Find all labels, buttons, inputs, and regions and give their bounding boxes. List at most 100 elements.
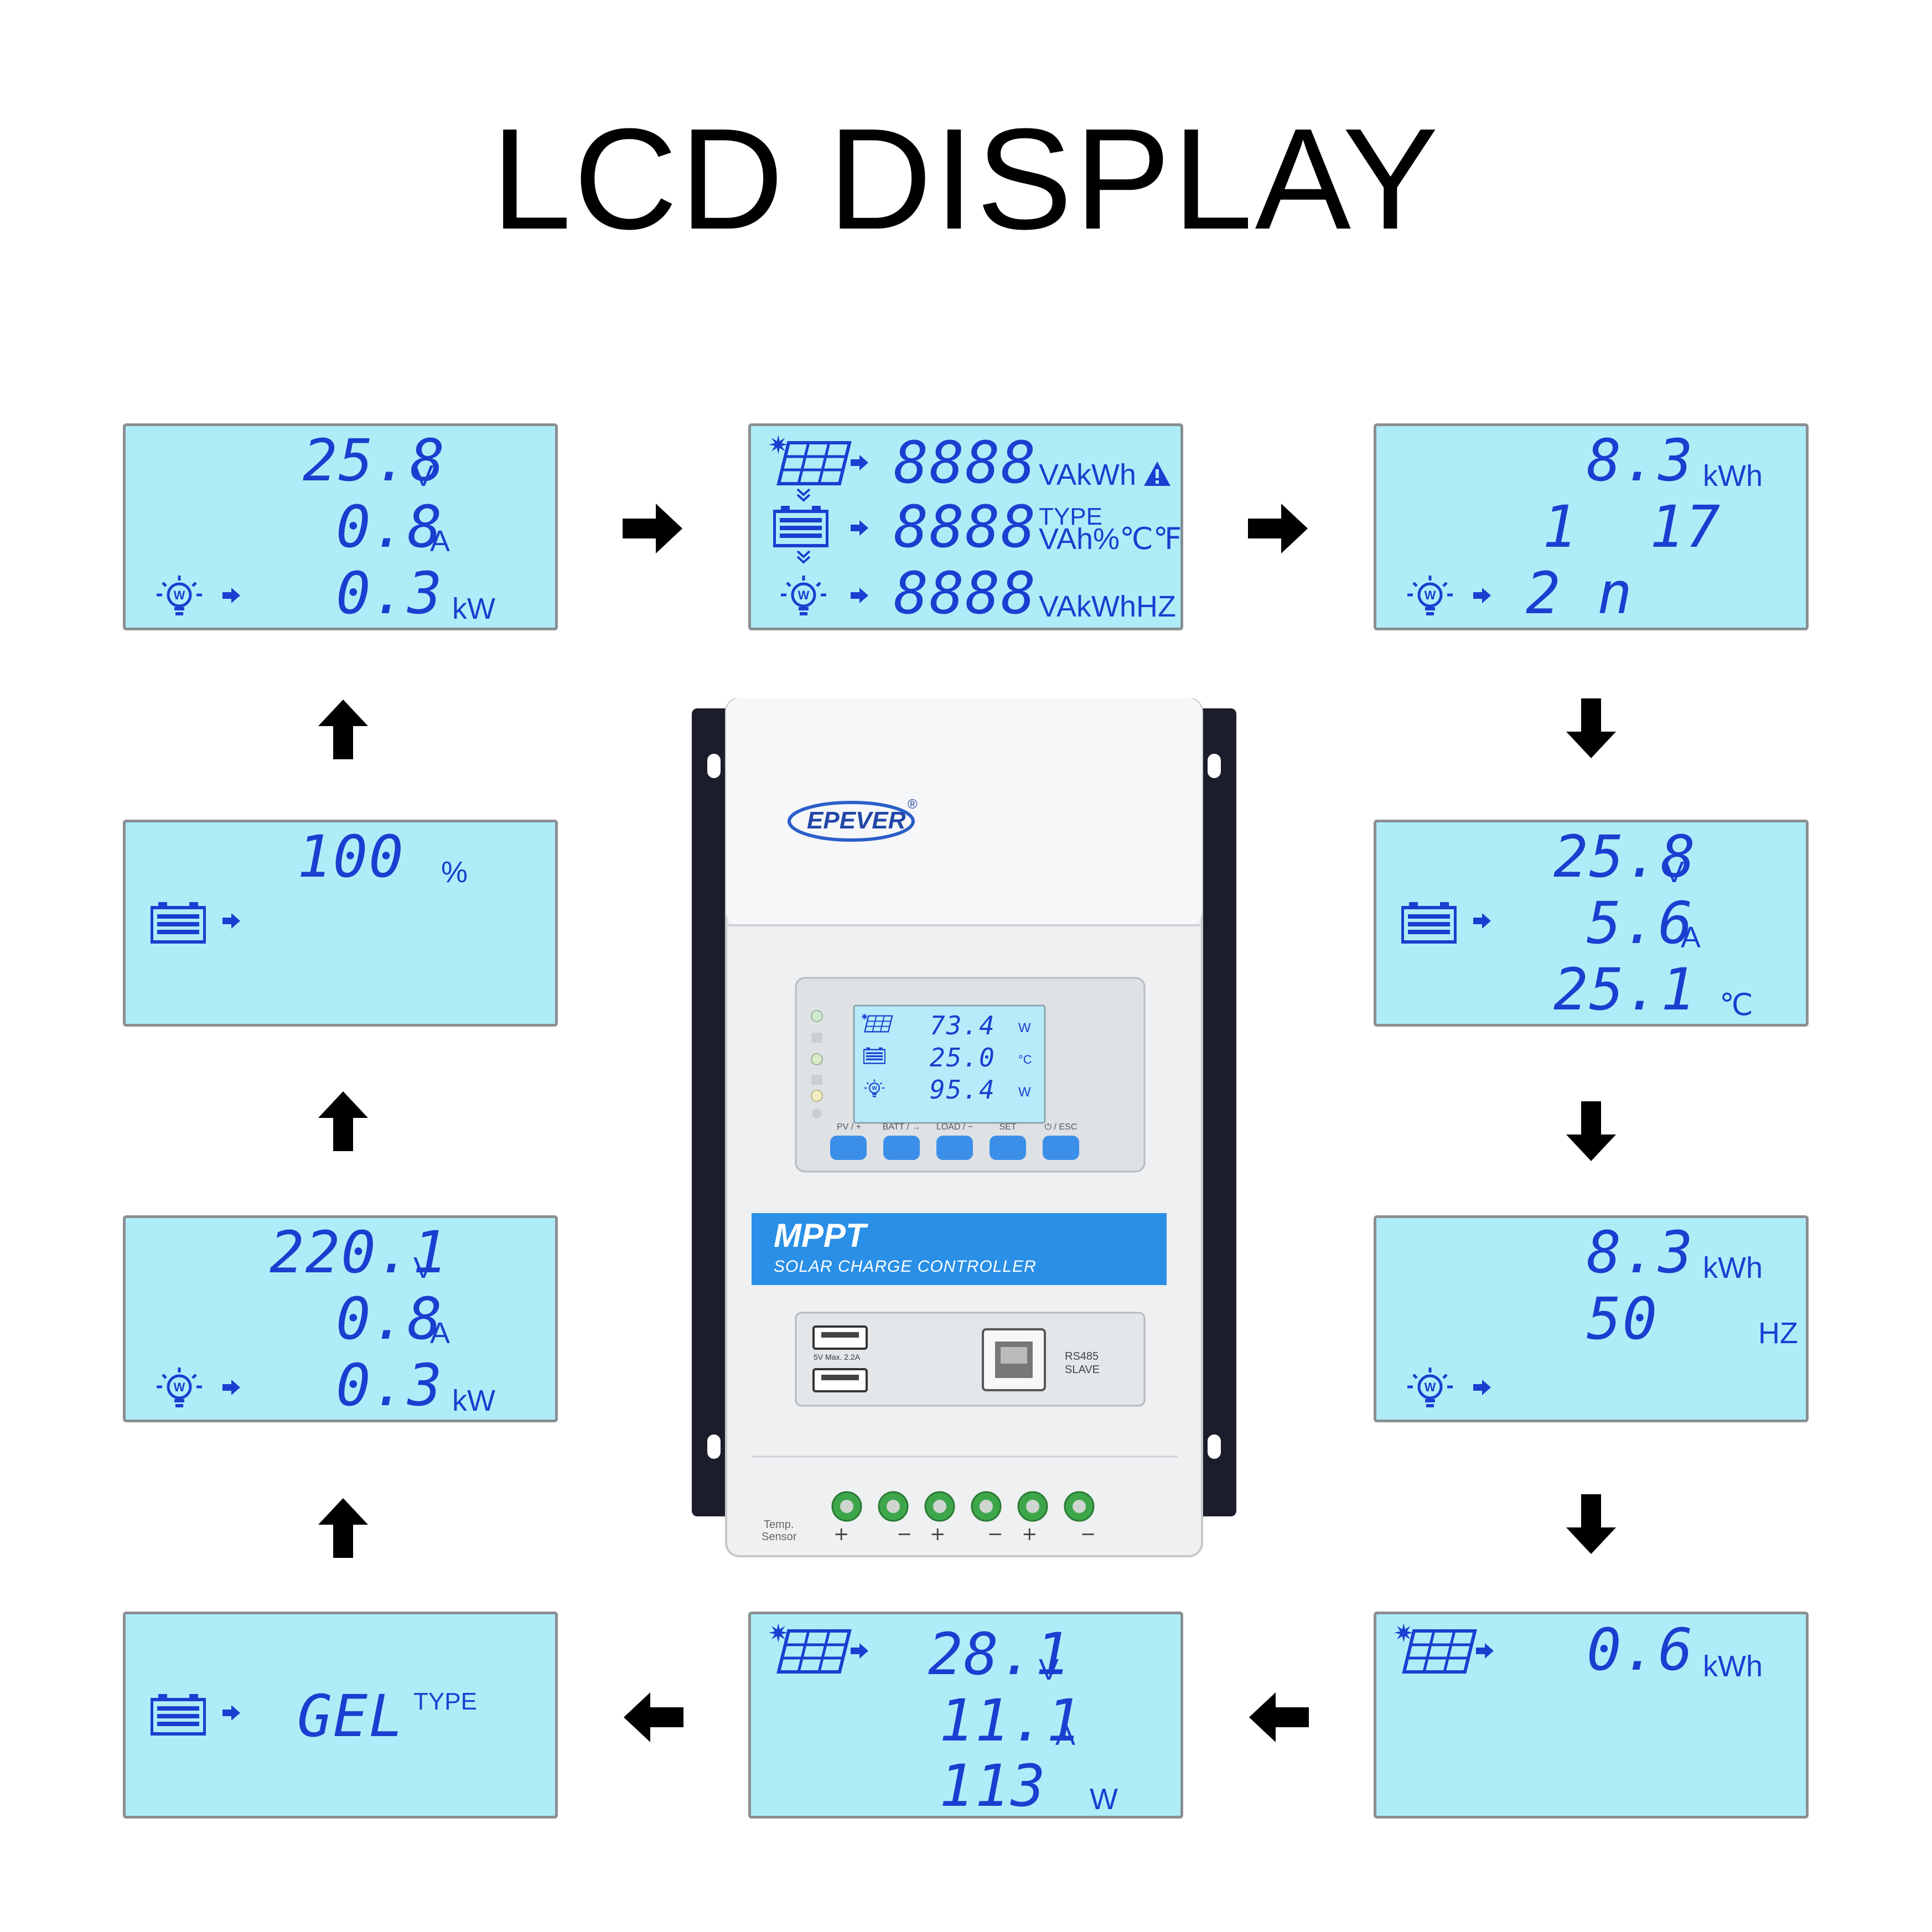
flow-arrow-up-icon <box>318 1091 368 1151</box>
usb-label: 5V Max. 2.2A <box>814 1353 861 1361</box>
load-energy-unit: kWh <box>1703 459 1763 493</box>
arrow-right-icon <box>851 588 868 603</box>
batt-button[interactable] <box>883 1136 920 1160</box>
lcd-panel-energy-frequency: 8.3 kWh 50 HZ <box>1374 1215 1809 1422</box>
bulb-icon <box>154 573 204 617</box>
load-current-value: 0.8 <box>336 493 443 561</box>
terminal-sign: − <box>897 1523 913 1545</box>
bulb-icon <box>1405 1365 1455 1409</box>
flow-arrow-down-icon <box>1566 1101 1616 1161</box>
arrow-right-icon <box>851 520 868 536</box>
arrow-right-icon <box>1476 1643 1494 1659</box>
battery-icon <box>1401 900 1457 944</box>
set-button[interactable] <box>990 1136 1026 1160</box>
bulb-icon <box>863 1079 885 1098</box>
battery-type-value: GEL <box>297 1682 405 1750</box>
lcd-panel-inverter-output: 220.1 V 0.8 A 0.3 kW <box>123 1215 558 1422</box>
arrow-right-icon <box>1473 913 1491 929</box>
device-lcd-load-value: 95.4 <box>930 1075 996 1105</box>
load-power-unit: kW <box>452 592 495 625</box>
ac-voltage-value: 220.1 <box>270 1219 449 1286</box>
battery-temp-unit: ℃ <box>1719 988 1753 1022</box>
pv-power-unit: W <box>1090 1783 1118 1816</box>
device-body <box>692 698 1236 1557</box>
ac-current-unit: A <box>430 1317 450 1350</box>
charge-controller-device: EPEVER ® 73.4 W 25.0 °C 95.4 W PV / + BA… <box>691 698 1237 1562</box>
battery-current-value: 5.6 <box>1587 889 1694 957</box>
flow-arrow-right-icon <box>623 504 682 553</box>
battery-voltage-unit: V <box>1664 856 1685 889</box>
banner-title: MPPT <box>774 1217 866 1254</box>
solar-panel-icon <box>860 1012 893 1033</box>
usb-port[interactable] <box>814 1327 867 1349</box>
bulb-icon <box>154 1365 204 1409</box>
lcd-panel-pv-input: 28.1 V 11.1 A 113 W <box>748 1612 1183 1819</box>
arrow-right-icon <box>851 455 868 470</box>
load-power-value: 0.3 <box>336 560 443 627</box>
usb-port[interactable] <box>814 1369 867 1391</box>
brand-logo: EPEVER <box>807 807 906 834</box>
frequency-unit: HZ <box>1758 1317 1798 1350</box>
device-lcd-batt-unit: °C <box>1018 1053 1032 1066</box>
flow-arrow-down-icon <box>1566 698 1616 758</box>
warning-icon <box>1144 462 1170 486</box>
flow-arrow-right-icon <box>1248 504 1308 553</box>
flow-arrow-down-icon <box>1566 1494 1616 1554</box>
battery-type-label: TYPE <box>1039 503 1102 530</box>
rs485-port[interactable] <box>983 1329 1045 1390</box>
terminal-sign: + <box>930 1523 946 1545</box>
load-segment-value: 8888 <box>894 560 1037 627</box>
registered-mark: ® <box>908 797 918 812</box>
pv-voltage-value: 28.1 <box>928 1620 1071 1688</box>
lcd-panel-battery-soc: 100 % <box>123 820 558 1027</box>
time-value: 1 17 <box>1542 493 1722 561</box>
flow-arrow-left-icon <box>624 1692 683 1742</box>
load-minus-button[interactable] <box>936 1136 973 1160</box>
arrow-right-icon <box>222 588 240 603</box>
rs485-label: RS485 <box>1065 1350 1099 1363</box>
power-esc-button[interactable] <box>1043 1136 1079 1160</box>
pv-plus-button-label: PV / + <box>836 1122 862 1132</box>
lcd-panel-load-output: 25.8 V 0.8 A 0.3 kW <box>123 423 558 630</box>
lcd-panel-load-energy-time: 8.3 kWh 1 17 2 n <box>1374 423 1809 630</box>
load-voltage-unit: V <box>413 459 434 493</box>
terminal-sign: − <box>1080 1523 1096 1545</box>
bulb-icon <box>1405 573 1455 617</box>
lcd-panel-battery-type: GEL TYPE <box>123 1612 558 1819</box>
ac-voltage-unit: V <box>413 1251 434 1284</box>
batt-button-label: BATT / → <box>882 1122 921 1132</box>
terminal-sign: − <box>987 1523 1003 1545</box>
ac-power-value: 0.3 <box>336 1351 443 1419</box>
battery-segment-units: VAh%℃℉ <box>1039 522 1182 556</box>
frequency-value: 50 <box>1587 1285 1659 1353</box>
down-chevron-icon <box>796 488 811 502</box>
pv-current-value: 11.1 <box>939 1687 1082 1754</box>
solar-panel-icon <box>766 1621 855 1676</box>
load-voltage-value: 25.8 <box>303 427 446 494</box>
arrow-right-icon <box>1473 1380 1491 1395</box>
battery-current-unit: A <box>1681 921 1701 954</box>
load-energy-value: 8.3 <box>1587 427 1694 494</box>
pv-current-unit: A <box>1055 1718 1076 1752</box>
arrow-right-icon <box>1473 588 1491 603</box>
pv-power-value: 113 <box>939 1752 1047 1819</box>
bulb-icon <box>779 573 828 617</box>
pv-voltage-unit: V <box>1039 1653 1059 1686</box>
ac-current-value: 0.8 <box>336 1285 443 1353</box>
battery-voltage-value: 25.8 <box>1553 823 1697 890</box>
ac-power-unit: kW <box>452 1384 495 1417</box>
energy-unit: kWh <box>1703 1251 1763 1284</box>
load-current-unit: A <box>430 525 450 558</box>
temp-sensor-label: Temp. <box>764 1519 794 1531</box>
power-esc-button-label: ⏻ / ESC <box>1044 1122 1078 1132</box>
battery-soc-value: 100 <box>297 823 405 890</box>
arrow-right-icon <box>222 1705 240 1721</box>
lcd-panel-pv-energy: 0.6 kWh <box>1374 1612 1809 1819</box>
pv-plus-button[interactable] <box>830 1136 867 1160</box>
down-chevron-icon <box>796 550 811 564</box>
device-lcd-batt-value: 25.0 <box>930 1043 996 1073</box>
load-segment-units: VAkWhHZ <box>1039 590 1177 623</box>
device-lcd-load-unit: W <box>1018 1085 1031 1100</box>
arrow-right-icon <box>222 913 240 929</box>
battery-segment-value: 8888 <box>894 493 1037 561</box>
